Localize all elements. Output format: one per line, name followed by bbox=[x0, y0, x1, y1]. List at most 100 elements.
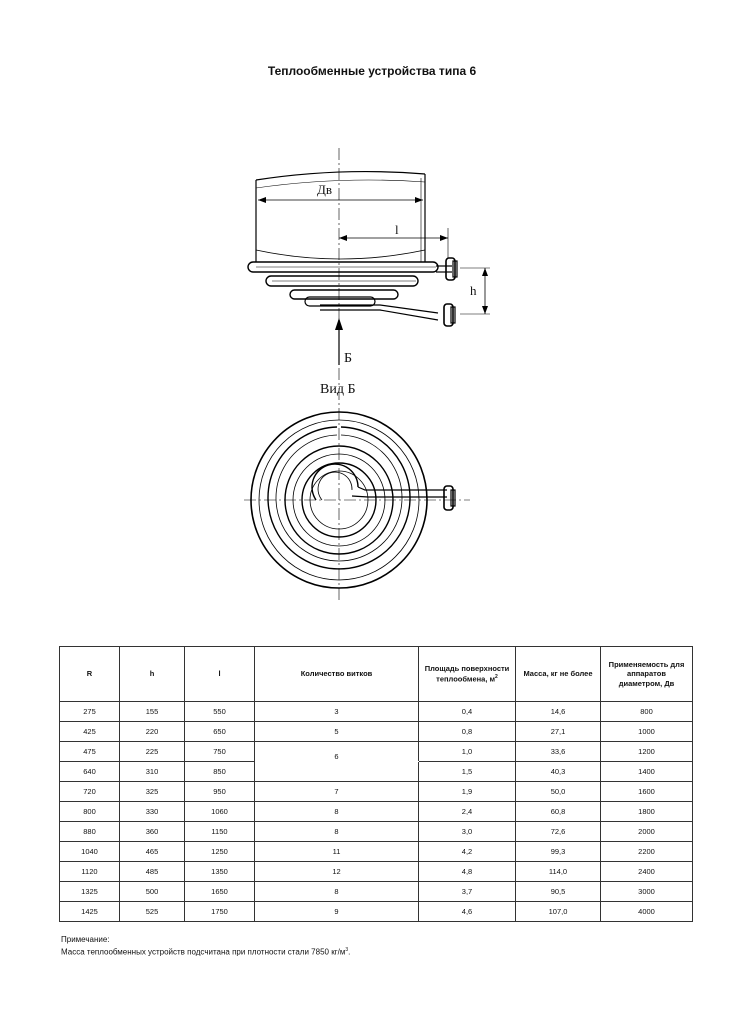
note-text: Масса теплообменных устройств подсчитана… bbox=[61, 947, 351, 957]
cell-area: 2,4 bbox=[418, 801, 516, 822]
cell-r: 1120 bbox=[59, 861, 120, 882]
view-b-label: Вид Б bbox=[320, 382, 356, 397]
cell-l: 1350 bbox=[184, 861, 255, 882]
cell-mass: 114,0 bbox=[515, 861, 601, 882]
dv-dimension-label: Дв bbox=[317, 182, 333, 197]
cell-turns: 6 bbox=[254, 741, 419, 762]
cell-usage: 2000 bbox=[600, 821, 693, 842]
l-dimension-label: l bbox=[395, 222, 399, 237]
header-l: l bbox=[184, 646, 255, 702]
cell-l: 1060 bbox=[184, 801, 255, 822]
cell-mass: 90,5 bbox=[515, 881, 601, 902]
cell-usage: 800 bbox=[600, 701, 693, 722]
note-block: Примечание: Масса теплообменных устройст… bbox=[61, 934, 350, 958]
cell-r: 1040 bbox=[59, 841, 120, 862]
cell-mass: 33,6 bbox=[515, 741, 601, 762]
cell-mass: 60,8 bbox=[515, 801, 601, 822]
view-arrow-label: Б bbox=[344, 351, 353, 366]
header-usage: Применяемость для аппаратов диаметром, Д… bbox=[600, 646, 693, 702]
cell-turns: 11 bbox=[254, 841, 419, 862]
cell-area: 1,9 bbox=[418, 781, 516, 802]
cell-r: 640 bbox=[59, 761, 120, 782]
cell-r: 475 bbox=[59, 741, 120, 762]
cell-area: 0,8 bbox=[418, 721, 516, 742]
cell-area: 4,2 bbox=[418, 841, 516, 862]
cell-h: 155 bbox=[119, 701, 185, 722]
h-dimension-label: h bbox=[470, 283, 477, 298]
cell-mass: 27,1 bbox=[515, 721, 601, 742]
cell-usage: 3000 bbox=[600, 881, 693, 902]
cell-h: 525 bbox=[119, 901, 185, 922]
cell-r: 800 bbox=[59, 801, 120, 822]
cell-usage: 1600 bbox=[600, 781, 693, 802]
cell-h: 220 bbox=[119, 721, 185, 742]
cell-mass: 107,0 bbox=[515, 901, 601, 922]
cell-area: 4,8 bbox=[418, 861, 516, 882]
cell-h: 500 bbox=[119, 881, 185, 902]
cell-l: 1150 bbox=[184, 821, 255, 842]
cell-mass: 50,0 bbox=[515, 781, 601, 802]
cell-area: 1,0 bbox=[418, 741, 516, 762]
cell-l: 850 bbox=[184, 761, 255, 782]
technical-drawing bbox=[244, 148, 490, 600]
cell-l: 550 bbox=[184, 701, 255, 722]
document-title: Теплообменные устройства типа 6 bbox=[267, 64, 477, 78]
cell-l: 650 bbox=[184, 721, 255, 742]
cell-turns: 7 bbox=[254, 781, 419, 802]
cell-mass: 14,6 bbox=[515, 701, 601, 722]
cell-r: 275 bbox=[59, 701, 120, 722]
cell-turns: 8 bbox=[254, 881, 419, 902]
table-header-row: R h l Количество витков Площадь поверхно… bbox=[59, 646, 693, 702]
cell-l: 1250 bbox=[184, 841, 255, 862]
cell-h: 325 bbox=[119, 781, 185, 802]
cell-turns: 9 bbox=[254, 901, 419, 922]
header-area: Площадь поверхности теплообмена, м2 bbox=[418, 646, 516, 702]
cell-h: 330 bbox=[119, 801, 185, 822]
cell-turns: 8 bbox=[254, 821, 419, 842]
note-heading: Примечание: bbox=[61, 935, 110, 944]
cell-usage: 1000 bbox=[600, 721, 693, 742]
cell-area: 3,0 bbox=[418, 821, 516, 842]
cell-area: 0,4 bbox=[418, 701, 516, 722]
cell-mass: 40,3 bbox=[515, 761, 601, 782]
cell-l: 1750 bbox=[184, 901, 255, 922]
cell-h: 360 bbox=[119, 821, 185, 842]
cell-h: 465 bbox=[119, 841, 185, 862]
cell-turns bbox=[254, 761, 419, 782]
cell-turns: 8 bbox=[254, 801, 419, 822]
cell-mass: 99,3 bbox=[515, 841, 601, 862]
cell-l: 750 bbox=[184, 741, 255, 762]
cell-r: 720 bbox=[59, 781, 120, 802]
cell-usage: 1800 bbox=[600, 801, 693, 822]
cell-turns: 5 bbox=[254, 721, 419, 742]
cell-l: 1650 bbox=[184, 881, 255, 902]
cell-area: 3,7 bbox=[418, 881, 516, 902]
header-turns: Количество витков bbox=[254, 646, 419, 702]
cell-r: 425 bbox=[59, 721, 120, 742]
cell-h: 225 bbox=[119, 741, 185, 762]
cell-usage: 1400 bbox=[600, 761, 693, 782]
cell-h: 310 bbox=[119, 761, 185, 782]
cell-mass: 72,6 bbox=[515, 821, 601, 842]
cell-usage: 4000 bbox=[600, 901, 693, 922]
header-r: R bbox=[59, 646, 120, 702]
cell-area: 4,6 bbox=[418, 901, 516, 922]
cell-usage: 2200 bbox=[600, 841, 693, 862]
cell-r: 1325 bbox=[59, 881, 120, 902]
cell-turns: 12 bbox=[254, 861, 419, 882]
header-h: h bbox=[119, 646, 185, 702]
cell-usage: 1200 bbox=[600, 741, 693, 762]
header-mass: Масса, кг не более bbox=[515, 646, 601, 702]
cell-r: 880 bbox=[59, 821, 120, 842]
